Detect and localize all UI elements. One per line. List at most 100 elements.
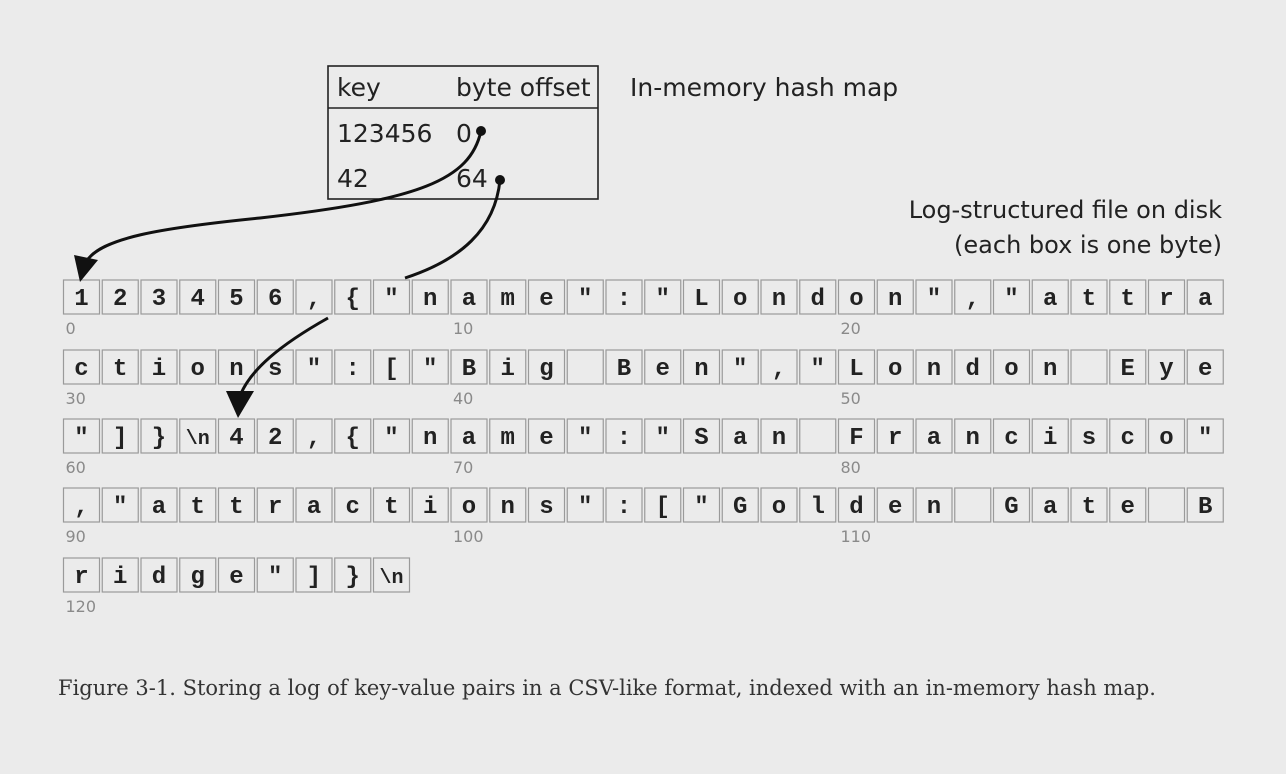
byte-cell (527, 487, 566, 523)
byte-cell (334, 418, 372, 454)
byte-cell (644, 279, 682, 315)
byte-cell (256, 487, 294, 523)
byte-cell (644, 418, 682, 454)
byte-char: n (927, 356, 941, 383)
byte-cell (101, 487, 139, 523)
byte-char: c (346, 494, 360, 521)
byte-cell (1186, 279, 1224, 315)
byte-char: " (811, 356, 825, 383)
byte-cell (527, 418, 566, 454)
byte-char: g (191, 564, 205, 591)
byte-char: r (1159, 286, 1173, 313)
byte-cell (605, 279, 643, 315)
byte-cell (256, 349, 294, 385)
byte-cell (605, 418, 643, 454)
pointer-arrow-1-upper (404, 179, 502, 280)
byte-char: " (423, 356, 437, 383)
byte-cell (372, 279, 411, 315)
hash-map-row-offset: 0 (456, 119, 472, 148)
byte-cell (411, 349, 449, 385)
byte-cell (1031, 349, 1069, 385)
byte-char: B (617, 356, 631, 383)
byte-char: n (694, 356, 708, 383)
byte-char: n (501, 494, 515, 521)
byte-char: n (423, 425, 437, 452)
byte-char: e (1121, 494, 1135, 521)
byte-char: G (1004, 494, 1018, 521)
byte-cell (372, 349, 411, 385)
byte-char: d (152, 564, 166, 591)
byte-cell (1031, 279, 1069, 315)
byte-char: ] (307, 564, 321, 591)
byte-cell (992, 418, 1031, 454)
byte-char: l (811, 494, 825, 521)
byte-char: e (539, 286, 553, 313)
byte-char: t (113, 356, 127, 383)
byte-cell (992, 487, 1031, 523)
byte-char: r (74, 564, 88, 591)
byte-char: o (733, 286, 747, 313)
byte-char: " (656, 286, 670, 313)
byte-cell (217, 557, 256, 593)
hash-map-table: key byte offset 123456 0 42 64 (327, 65, 599, 200)
byte-cell (954, 487, 992, 523)
byte-char: t (1082, 494, 1096, 521)
byte-char: c (74, 356, 88, 383)
byte-cell (799, 349, 837, 385)
byte-cell (915, 418, 953, 454)
byte-char: " (307, 356, 321, 383)
byte-char: 3 (152, 286, 166, 313)
byte-cell (760, 418, 798, 454)
byte-cell (217, 418, 256, 454)
byte-cell (1147, 349, 1186, 385)
byte-char: " (694, 494, 708, 521)
byte-cell (450, 418, 488, 454)
byte-cell (140, 557, 178, 593)
byte-char: 1 (74, 286, 88, 313)
byte-cell (334, 487, 372, 523)
byte-char: e (888, 494, 902, 521)
byte-cell (527, 279, 566, 315)
byte-cell (954, 279, 992, 315)
byte-char: 4 (191, 286, 205, 313)
byte-cell (954, 418, 992, 454)
byte-cell (605, 349, 643, 385)
byte-cell (179, 349, 217, 385)
byte-char: n (772, 286, 786, 313)
byte-char: e (1198, 356, 1212, 383)
arrowhead-icon (74, 255, 98, 282)
byte-cell (295, 557, 333, 593)
byte-cell (489, 279, 527, 315)
byte-cell (334, 557, 372, 593)
byte-char: : (617, 286, 631, 313)
byte-cell (62, 487, 101, 523)
byte-char: a (462, 425, 476, 452)
byte-char: } (152, 425, 166, 452)
byte-cell (217, 487, 256, 523)
byte-char: 5 (229, 286, 243, 313)
byte-cell (334, 279, 372, 315)
byte-cell (62, 557, 101, 593)
byte-cell (179, 487, 217, 523)
byte-char: i (1043, 425, 1057, 452)
byte-char: " (268, 564, 282, 591)
byte-char: " (578, 494, 592, 521)
byte-char: L (694, 286, 708, 313)
byte-cell (450, 487, 488, 523)
byte-char: } (346, 564, 360, 591)
byte-offset-label: 90 (66, 527, 86, 546)
byte-cell (1031, 487, 1069, 523)
byte-cell (1147, 279, 1186, 315)
byte-offset-label: 100 (453, 527, 484, 546)
hash-map-border (327, 65, 599, 200)
byte-char: t (384, 494, 398, 521)
hash-map-row-offset: 64 (456, 164, 488, 193)
byte-cell (721, 279, 759, 315)
byte-cell (256, 279, 294, 315)
byte-cell (876, 418, 914, 454)
byte-char: \n (186, 428, 210, 451)
byte-char: " (113, 494, 127, 521)
byte-char: c (1004, 425, 1018, 452)
